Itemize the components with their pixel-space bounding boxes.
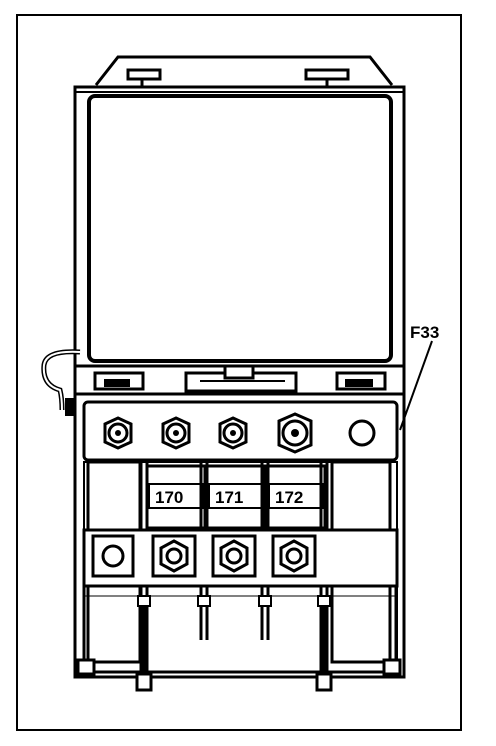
callout-leader [399, 340, 433, 431]
fuse-label-172: 172 [275, 488, 303, 507]
terminal-nut-4 [277, 412, 313, 454]
lower-nut-3 [211, 534, 257, 578]
wire-lead-right [315, 600, 333, 692]
wire-lead-left [135, 600, 153, 692]
hinge-tab-right [304, 68, 350, 81]
lower-nut-4 [271, 534, 317, 578]
fuse-label-171: 171 [215, 488, 243, 507]
lower-stud-1 [91, 534, 135, 578]
fuse-module-171: 171 [205, 464, 267, 530]
lid-inner-panel [87, 94, 393, 363]
hinge-tab-left [126, 68, 162, 81]
terminal-nut-1 [103, 416, 133, 450]
lower-nut-2 [151, 534, 197, 578]
fuse-module-172: 172 [265, 464, 327, 530]
fuse-module-170: 170 [145, 464, 207, 530]
terminal-nut-3 [218, 416, 248, 450]
fuse-label-170: 170 [155, 488, 183, 507]
terminal-stud-5 [348, 419, 376, 447]
callout-label: F33 [410, 323, 439, 342]
terminal-nut-2 [161, 416, 191, 450]
